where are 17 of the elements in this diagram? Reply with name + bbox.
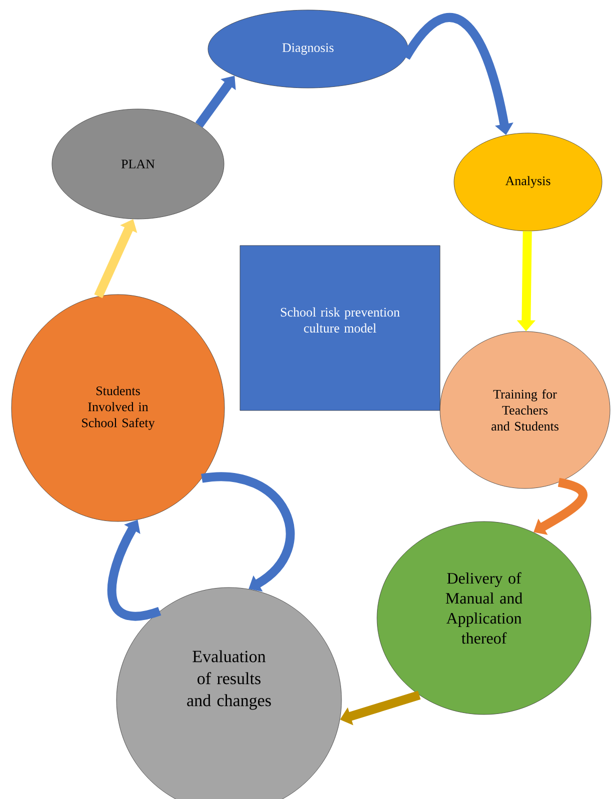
process-ellipse (52, 108, 224, 220)
node-label: Students Involved in School Safety (82, 386, 155, 430)
title-box (240, 245, 440, 411)
process-circle (11, 294, 225, 522)
node-label: Delivery of Manual and Application thereof (446, 572, 522, 644)
node-label: Diagnosis (282, 43, 334, 55)
process-circle (440, 331, 610, 489)
process-ellipse (208, 10, 408, 88)
node-label: Evaluation of results and changes (187, 650, 271, 710)
block-arrow (201, 472, 295, 592)
process-circle (376, 521, 592, 715)
node-label: PLAN (121, 160, 155, 168)
node-label: Training for Teachers and Students (492, 389, 558, 431)
process-circle (116, 587, 342, 799)
node-label: Analysis (505, 176, 550, 188)
node-label: School risk prevention culture model (280, 307, 400, 333)
process-ellipse (454, 132, 602, 232)
